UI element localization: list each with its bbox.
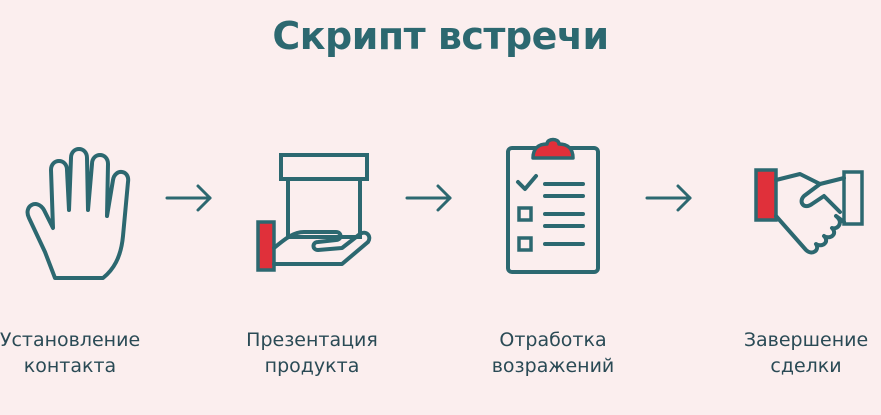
arrow-right-icon (645, 184, 692, 212)
handshake-icon (754, 168, 864, 255)
step-label-line: сделки (770, 355, 842, 377)
step-label-line: Завершение (743, 329, 869, 351)
clipboard-checklist-icon (506, 137, 600, 274)
step-label-line: продукта (264, 355, 360, 377)
step-label-line: Отработка (499, 329, 607, 351)
step-label-line: Презентация (246, 329, 378, 351)
hand-icon (25, 147, 131, 280)
step-label-product-presentation: Презентация продукта (212, 327, 412, 379)
step-label-handling-objections: Отработка возражений (453, 327, 653, 379)
step-label-line: возражений (491, 355, 615, 377)
step-label-establish-contact: Установление контакта (0, 327, 170, 379)
box-on-hand-icon (256, 153, 372, 272)
step-label-line: контакта (23, 355, 117, 377)
step-label-closing-deal: Завершение сделки (706, 327, 881, 379)
arrow-right-icon (405, 184, 452, 212)
arrow-right-icon (165, 184, 212, 212)
step-label-line: Установление (0, 329, 141, 351)
page-title: Скрипт встречи (272, 14, 609, 58)
